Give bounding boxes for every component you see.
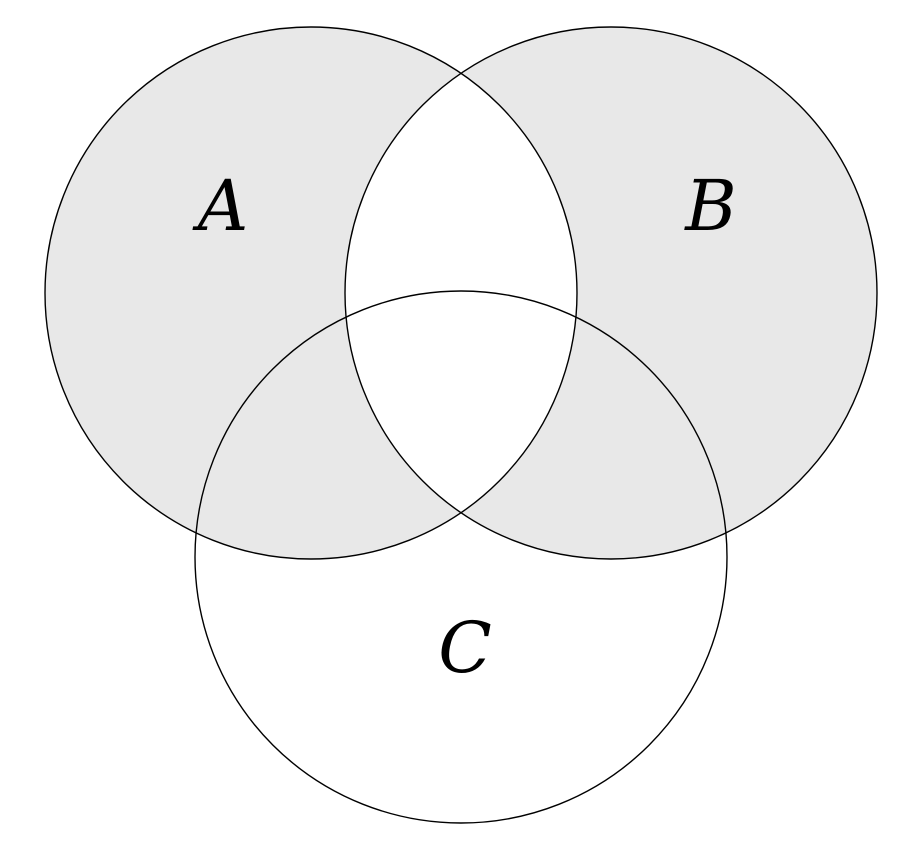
set-label-b: B (683, 165, 736, 247)
circle-a-outline (44, 26, 578, 560)
set-label-a: A (192, 165, 249, 247)
set-label-c: C (438, 607, 492, 689)
shaded-region-a-sym-diff-b (45, 27, 877, 559)
circle-b-outline (344, 26, 878, 560)
circle-c-outline (194, 290, 728, 824)
